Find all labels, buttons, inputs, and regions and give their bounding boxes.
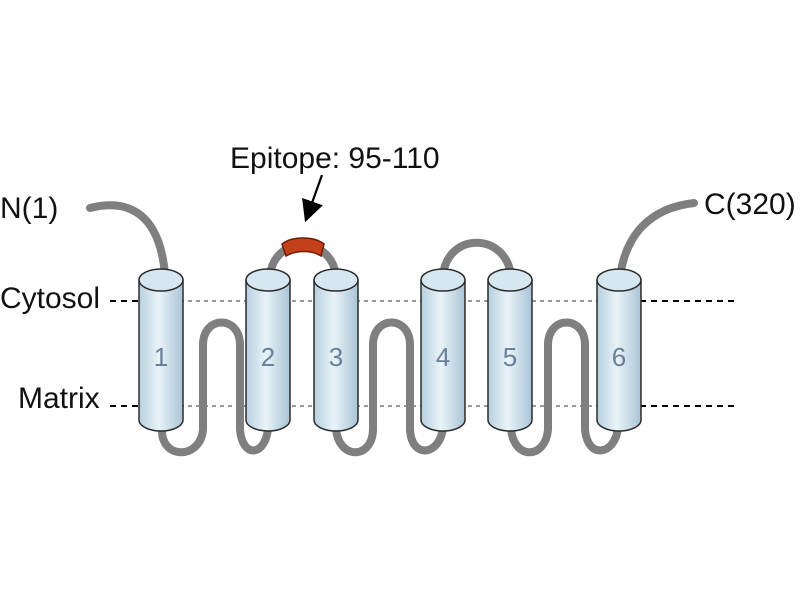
loop-1-2 bbox=[158, 318, 272, 457]
helix-2: 2 bbox=[245, 268, 291, 432]
helix-number: 4 bbox=[436, 342, 450, 372]
helix-body bbox=[313, 279, 359, 432]
helix-number: 3 bbox=[329, 342, 343, 372]
helix-cap bbox=[420, 268, 466, 292]
helix-cap bbox=[245, 268, 291, 292]
helix-4: 4 bbox=[420, 268, 466, 432]
n-terminus-label: N(1) bbox=[0, 192, 58, 225]
c-terminal-tail bbox=[616, 199, 698, 282]
helix-cap bbox=[596, 268, 642, 292]
n-terminal-tail bbox=[86, 201, 169, 279]
polypeptide-chain bbox=[86, 199, 698, 457]
down-arrow-icon bbox=[302, 174, 324, 223]
membrane-lines bbox=[110, 300, 735, 407]
loop-3-4 bbox=[332, 318, 447, 457]
helix-cap bbox=[313, 268, 359, 292]
epitope-label: Epitope: 95-110 bbox=[230, 142, 440, 175]
helix-6: 6 bbox=[596, 268, 642, 432]
loop-4-5 bbox=[439, 238, 515, 279]
helix-body bbox=[420, 279, 466, 432]
matrix-label: Matrix bbox=[18, 382, 100, 415]
helix-number: 5 bbox=[503, 342, 517, 372]
cytosol-label: Cytosol bbox=[0, 282, 100, 315]
helix-number: 6 bbox=[612, 342, 626, 372]
helix-number: 1 bbox=[154, 342, 168, 372]
epitope-region bbox=[281, 237, 325, 258]
helix-body bbox=[596, 279, 642, 432]
helix-cap bbox=[138, 268, 184, 292]
helix-1: 1 bbox=[138, 268, 184, 432]
helix-3: 3 bbox=[313, 268, 359, 432]
c-terminus-label: C(320) bbox=[704, 188, 796, 221]
helix-body bbox=[487, 279, 533, 432]
helix-number: 2 bbox=[261, 342, 275, 372]
transmembrane-helices: 1 2 3 4 5 6 bbox=[138, 268, 642, 432]
helix-5: 5 bbox=[487, 268, 533, 432]
loop-5-6 bbox=[507, 318, 622, 457]
helix-cap bbox=[487, 268, 533, 292]
helix-body bbox=[138, 279, 184, 432]
helix-body bbox=[245, 279, 291, 432]
